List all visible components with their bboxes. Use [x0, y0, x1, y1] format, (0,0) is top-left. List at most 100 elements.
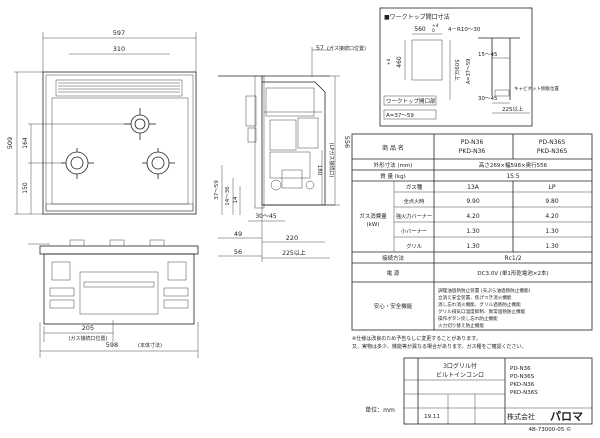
spec-row-label: グリル: [406, 242, 422, 250]
cabinet-side-label: キャビネット側板位置: [514, 85, 559, 92]
dim-15-45: 15～45: [478, 52, 498, 58]
product-type-2: ビルトインコンロ: [436, 371, 484, 379]
product-model-2a: PD-N36S: [539, 139, 566, 146]
dim-164: 164: [22, 137, 29, 149]
connection-value: Rc1/2: [504, 255, 521, 262]
cutout-width-tol: +4: [432, 23, 439, 29]
dim-150: 150: [22, 182, 29, 194]
company-label: 株式会社: [507, 412, 535, 421]
title-date: 19.11: [424, 414, 440, 420]
spec-table: 商 品 名 PD-N36 PKD-N36 PD-N36S PKD-N36S 外形…: [351, 133, 593, 331]
dim-37-59-side: 37～59: [214, 180, 220, 200]
side-view: 57 (ガス接続口位置) 556 180 (LPガス接続口) 37～59 14～…: [214, 45, 366, 262]
dim-49: 49: [234, 230, 242, 238]
cutout-height-tol: +4: [386, 59, 392, 66]
safety-item: 調理油過熱防止装置 (天ぷら油過熱防止機能): [438, 287, 531, 294]
dim-225-side: 225以上: [282, 249, 305, 257]
title-model-4: PKD-N36S: [510, 390, 538, 396]
weight-value: 15.5: [506, 173, 520, 180]
safety-item: グリル排気口温度抑制、異常過熱防止機能: [438, 308, 526, 315]
spec-row-label: 全点火時: [404, 197, 425, 205]
dim-a: A=37～59: [386, 113, 414, 119]
vent-lines: [58, 82, 180, 93]
cutout-height: 460: [396, 56, 403, 68]
product-type-1: 3口グリル付: [443, 362, 477, 370]
spec-row-lp: 1.30: [545, 243, 559, 250]
safety-item: 操作ボタン戻し忘れ防止機能: [438, 315, 498, 322]
notes: ※仕様は改良のため予告なしに変更することがあります。 又、実物は多少、機能等が異…: [352, 335, 527, 350]
cutout-width: 560: [414, 26, 426, 33]
dim-597: 597: [113, 29, 125, 37]
paloma-logo: パロマ: [550, 410, 583, 423]
gas-13a: 13A: [467, 184, 480, 191]
safety-item: 火力切り替え防止機能: [438, 322, 484, 329]
dim-30-45: 30～45: [255, 213, 276, 220]
spec-row-13a: 1.30: [466, 228, 480, 235]
front-view: 37～59 205 (ガス接続口位置) 598 (本体寸法): [28, 239, 199, 358]
unit-label: 単位：mm: [365, 406, 395, 414]
title-model-1: PD-N36: [510, 366, 531, 372]
dim-56: 56: [234, 248, 242, 256]
gas-lp: LP: [549, 184, 556, 191]
safety-item: 消し忘れ消火機能、グリル過熱防止機能: [438, 301, 521, 308]
spec-row-13a: 1.30: [466, 243, 480, 250]
spec-row-lp: 4.20: [545, 213, 559, 220]
cutout-title: ■ワークトップ開口寸法: [384, 13, 450, 21]
spec-row-lp: 9.80: [545, 198, 559, 205]
body-size-note: (本体寸法): [138, 342, 162, 349]
gas-position-label: (ガス接続口位置): [327, 45, 366, 52]
cutout-depth: 509以上: [453, 59, 461, 81]
spec-row-13a: 4.20: [466, 213, 480, 220]
gas-position-note: (ガス接続口位置): [69, 335, 108, 342]
cutout-width-tol-zero: 0: [432, 28, 435, 34]
gas-kind-label: ガス種: [406, 183, 423, 191]
dim-509: 509: [6, 137, 14, 149]
title-block: 3口グリル付 ビルトインコンロ PD-N36 PD-N36S PKD-N36 P…: [365, 357, 593, 433]
dim-598: 598: [106, 341, 118, 349]
dim-205: 205: [82, 324, 94, 332]
product-model-1a: PD-N36: [461, 139, 484, 146]
safety-label: 安心・安全機能: [374, 302, 413, 310]
spec-row-lp: 1.30: [545, 228, 559, 235]
power-label: 電 源: [387, 269, 400, 277]
dim-556: 556: [343, 136, 351, 148]
lp-gas-connection-note: (LPガス接続口): [328, 143, 335, 178]
size-value: 高さ269×幅598×奥行556: [479, 161, 548, 169]
title-model-3: PKD-N36: [510, 382, 535, 388]
burner-right: [142, 148, 175, 179]
safety-list: 調理油過熱防止装置 (天ぷら油過熱防止機能)立消え安全装置、焦げつき消火機能消し…: [438, 287, 531, 329]
spec-row-label: 小バーナー: [401, 227, 427, 235]
note-2: 又、実物は多少、機能等が異なる場合があります。ガス種をご確認ください。: [352, 343, 527, 350]
dim-310: 310: [113, 45, 125, 53]
cutout-detail: ■ワークトップ開口寸法 560 +4 0 4－R10～30 460 +4 509…: [379, 7, 559, 127]
dim-57: 57: [316, 45, 324, 52]
worktop-opening-label: ワークトップ開口部: [386, 97, 436, 105]
product-name-label: 商 品 名: [382, 144, 404, 152]
size-label: 外形寸法 (mm): [374, 161, 413, 169]
product-model-1b: PKD-N36: [459, 148, 486, 155]
dim-a-side: A=37～59: [466, 59, 472, 84]
connection-label: 接続方法: [382, 254, 405, 262]
consumption-label-b: (kW): [367, 222, 380, 228]
dim-14-36: 14～36: [225, 186, 231, 206]
power-value: DC3.0V (単1形乾電池×2本): [477, 269, 548, 277]
spec-row-13a: 9.90: [466, 198, 480, 205]
cutout-radius: 4－R10～30: [448, 27, 481, 33]
safety-item: 立消え安全装置、焦げつき消火機能: [438, 294, 512, 301]
burner-left: [61, 148, 94, 179]
product-model-2b: PKD-N36S: [537, 148, 567, 155]
weight-label: 質 量 (kg): [380, 172, 405, 180]
dim-220: 220: [286, 234, 298, 242]
dim-30-45-cutout: 30～45: [478, 96, 498, 102]
spec-row-label: 強火力バーナー: [396, 212, 432, 220]
consumption-label-a: ガス消費量: [359, 212, 387, 220]
dim-14: 14: [233, 196, 239, 203]
dim-225-cutout: 225以上: [502, 105, 524, 113]
drawing-number: 4B-73000-05 ©: [529, 426, 572, 433]
spec-rows: 全点火時 9.90 9.80 強火力バーナー 4.20 4.20 小バーナー 1.30 1.30…: [396, 197, 559, 250]
top-view: 597 310: [6, 29, 197, 215]
title-model-2: PD-N36S: [510, 374, 535, 380]
dim-180: 180: [316, 165, 322, 176]
